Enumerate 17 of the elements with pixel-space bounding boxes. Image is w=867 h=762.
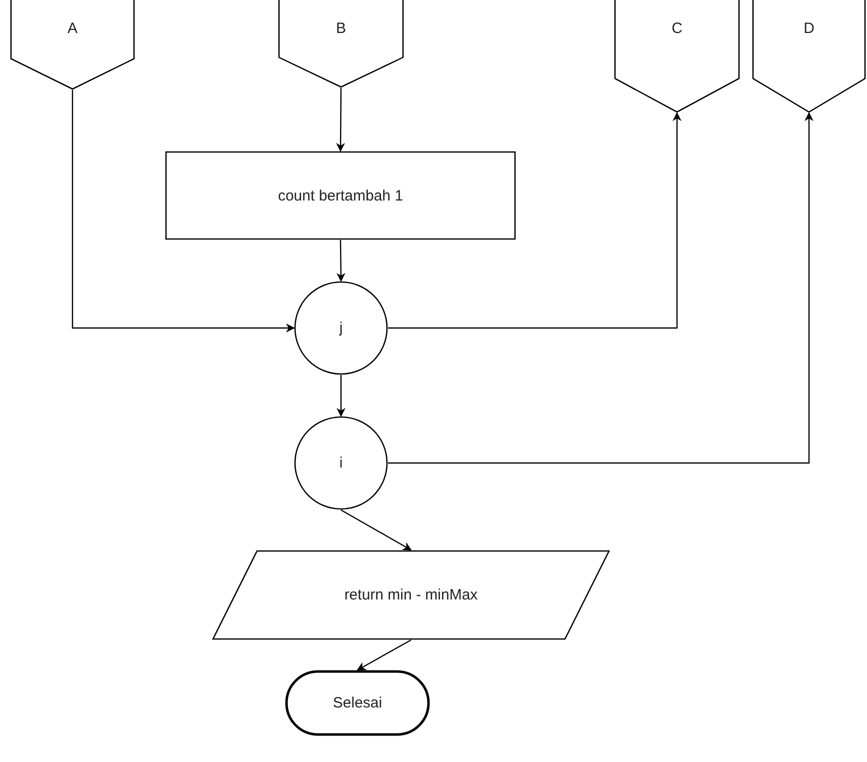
arrow <box>388 112 682 329</box>
arrow <box>356 639 412 671</box>
node-label: j <box>339 320 343 336</box>
arrow <box>336 375 346 417</box>
node-label: count bertambah 1 <box>278 187 404 204</box>
node-label: A <box>67 20 78 37</box>
arrow <box>336 88 346 152</box>
node-label: return min - minMax <box>344 586 478 604</box>
node-label: C <box>672 20 682 37</box>
arrow <box>388 112 814 464</box>
node-label: Selesai <box>332 694 382 712</box>
node-label: B <box>336 20 346 37</box>
arrow <box>336 240 346 282</box>
arrow <box>72 90 295 332</box>
arrow <box>340 509 412 551</box>
node-label: D <box>804 20 814 37</box>
node-label: i <box>339 454 343 472</box>
